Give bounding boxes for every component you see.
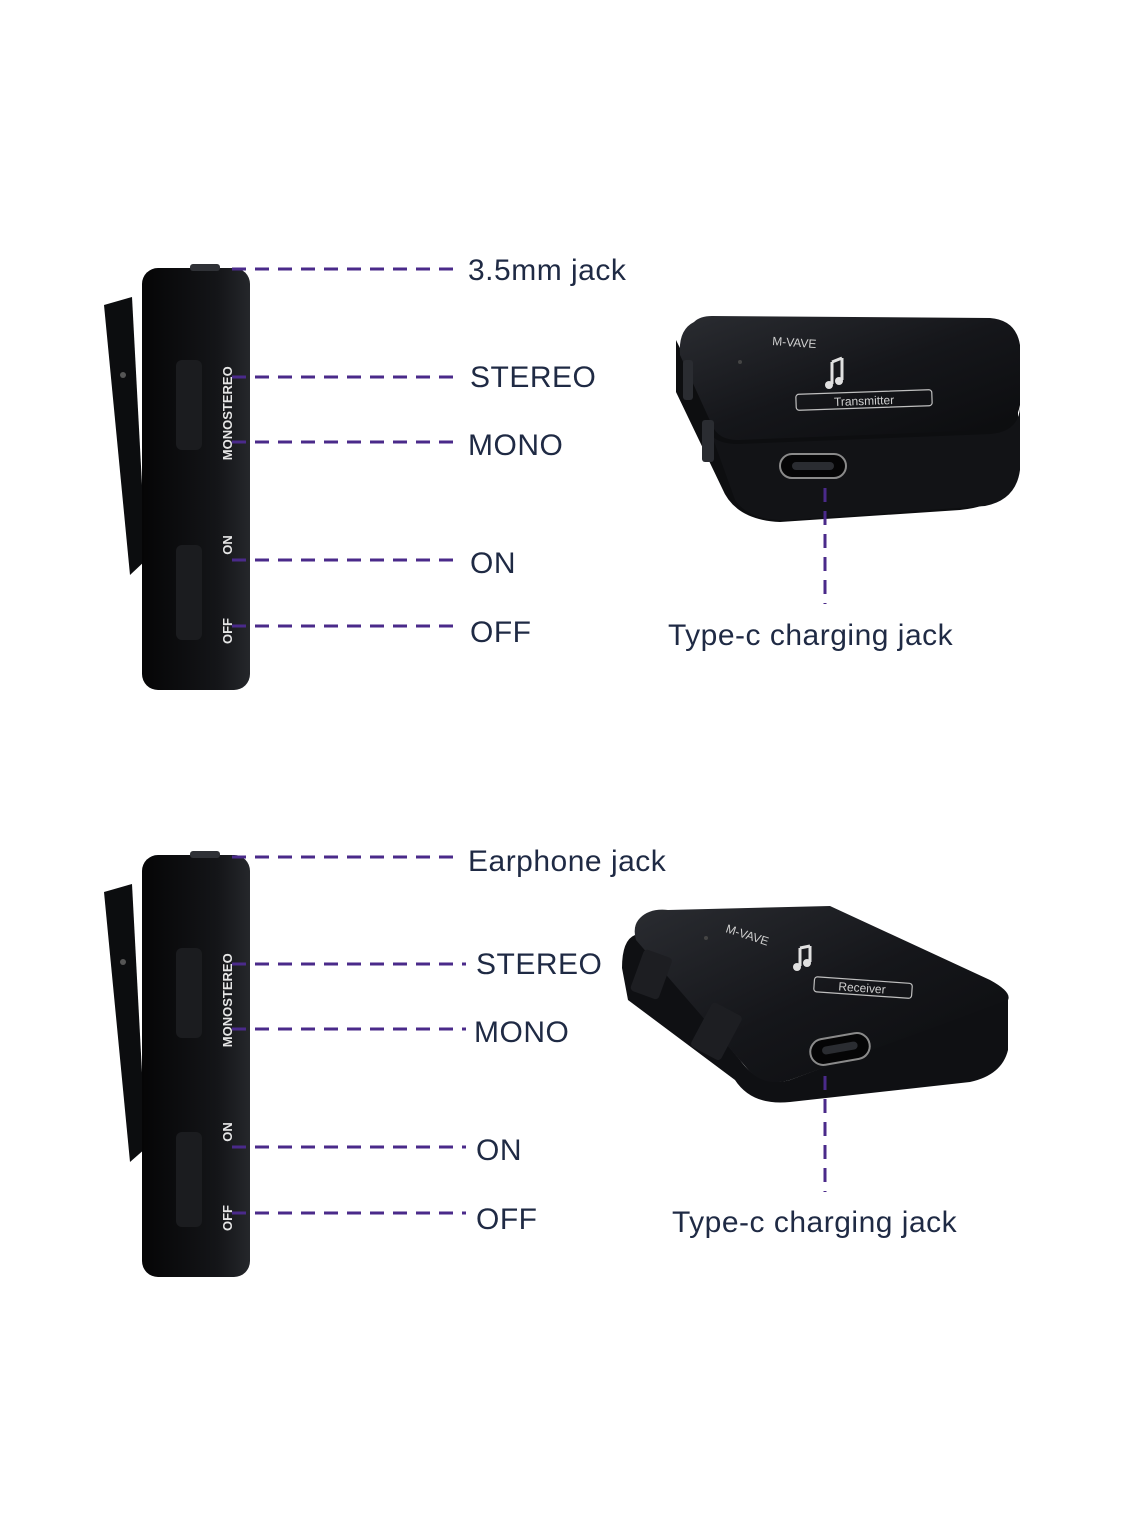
transmitter-side-view: STEREO MONO ON OFF bbox=[104, 264, 250, 690]
mode-switch bbox=[176, 360, 202, 450]
clip-rivet bbox=[120, 372, 126, 378]
callout-label-stereo: STEREO bbox=[470, 361, 596, 394]
music-icon bbox=[793, 963, 801, 971]
callout-label-mono: MONO bbox=[468, 429, 563, 462]
name-badge-text: Transmitter bbox=[834, 393, 895, 409]
stereo-mark: STEREO bbox=[220, 953, 235, 1006]
side-switch bbox=[683, 360, 693, 400]
charging-jack-label: Type-c charging jack bbox=[672, 1206, 958, 1239]
callout-label-jack: Earphone jack bbox=[468, 845, 667, 878]
box-front-face bbox=[622, 935, 1008, 1103]
audio-jack-port bbox=[190, 264, 220, 271]
music-icon bbox=[798, 944, 812, 966]
transmitter-section: STEREO MONO ON OFF 3.5mm jack STEREO MON… bbox=[104, 254, 1020, 690]
receiver-box: M-VAVE Receiver bbox=[622, 906, 1009, 1103]
device-body bbox=[142, 268, 250, 690]
on-mark: ON bbox=[220, 535, 235, 555]
side-switch bbox=[630, 949, 672, 1000]
music-icon bbox=[830, 356, 844, 384]
box-top-face bbox=[679, 316, 1020, 440]
side-switch bbox=[691, 1002, 742, 1060]
name-badge-text: Receiver bbox=[838, 979, 886, 996]
status-led bbox=[738, 360, 742, 364]
stereo-mark: STEREO bbox=[220, 366, 235, 419]
callout-label-on: ON bbox=[476, 1134, 522, 1167]
usb-c-port-inner bbox=[822, 1041, 858, 1055]
power-switch bbox=[176, 1132, 202, 1227]
mono-mark: MONO bbox=[220, 1007, 235, 1047]
callout-label-on: ON bbox=[470, 547, 516, 580]
music-icon bbox=[835, 377, 843, 385]
name-badge bbox=[795, 389, 933, 411]
clip-rivet bbox=[120, 959, 126, 965]
receiver-side-view: STEREO MONO ON OFF bbox=[104, 851, 250, 1277]
brand-logo: M-VAVE bbox=[772, 334, 817, 351]
on-mark: ON bbox=[220, 1122, 235, 1142]
belt-clip bbox=[104, 297, 146, 575]
status-led bbox=[704, 936, 708, 940]
music-icon bbox=[803, 959, 811, 967]
callout-label-off: OFF bbox=[470, 616, 532, 649]
callout-label-stereo: STEREO bbox=[476, 948, 602, 981]
belt-clip bbox=[104, 884, 146, 1162]
name-badge bbox=[813, 976, 913, 999]
device-body bbox=[142, 855, 250, 1277]
charging-jack-label: Type-c charging jack bbox=[668, 619, 954, 652]
music-icon bbox=[825, 381, 833, 389]
callout-label-jack: 3.5mm jack bbox=[468, 254, 627, 287]
transmitter-box: M-VAVE Transmitter bbox=[676, 316, 1020, 522]
callout-label-off: OFF bbox=[476, 1203, 538, 1236]
earphone-jack-port bbox=[190, 851, 220, 858]
callout-label-mono: MONO bbox=[474, 1016, 569, 1049]
side-switch bbox=[702, 420, 714, 462]
off-mark: OFF bbox=[220, 618, 235, 644]
mono-mark: MONO bbox=[220, 420, 235, 460]
usb-c-port-inner bbox=[792, 462, 834, 470]
mode-switch bbox=[176, 948, 202, 1038]
power-switch bbox=[176, 545, 202, 640]
receiver-section: STEREO MONO ON OFF Earphone jack STEREO … bbox=[104, 845, 1009, 1277]
off-mark: OFF bbox=[220, 1205, 235, 1231]
box-front-face bbox=[712, 408, 1020, 521]
